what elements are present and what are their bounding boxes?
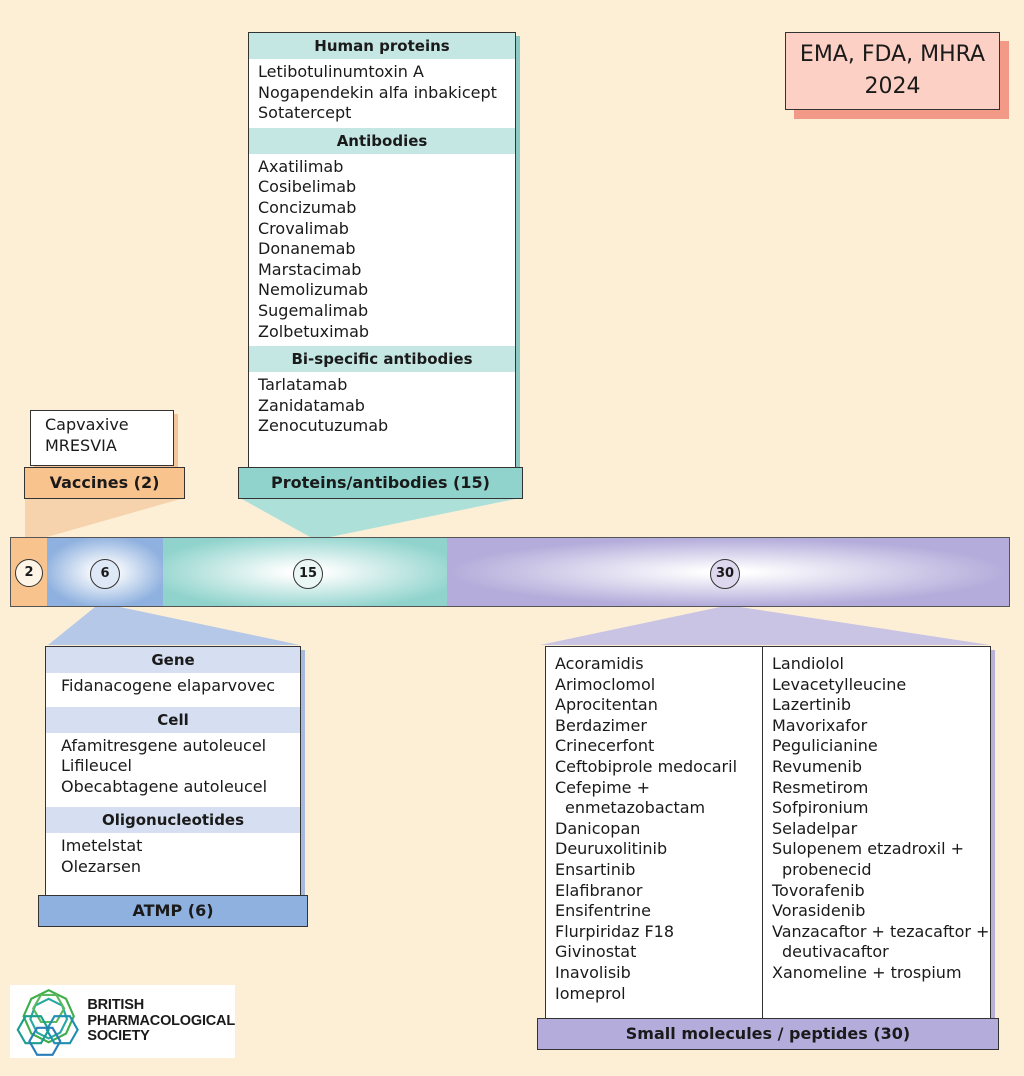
list-item: Iomeprol (555, 983, 626, 1003)
atmp-label: ATMP (6) (38, 895, 308, 927)
list-item: Zenocutuzumab (258, 416, 389, 436)
list-item: Cefepime + (555, 777, 651, 797)
list-item: Revumenib (772, 756, 863, 776)
list-item: Imetelstat (61, 836, 143, 856)
atmp-list-gene: Fidanacogene elaparvovec (46, 673, 300, 701)
proteins-heading-antibodies: Antibodies (249, 127, 515, 154)
vaccines-panel: Capvaxive MRESVIA (30, 410, 174, 466)
list-item: Tovorafenib (772, 880, 865, 900)
list-item: Axatilimab (258, 156, 344, 176)
proteins-list-antibodies: Axatilimab Cosibelimab Concizumab Croval… (249, 154, 515, 346)
list-item: Vorasidenib (772, 901, 866, 921)
list-item: Tarlatamab (258, 375, 348, 395)
list-item: Zanidatamab (258, 395, 365, 415)
atmp-heading-oligonucleotides: Oligonucleotides (46, 807, 300, 834)
list-item: Lifileucel (61, 756, 132, 776)
atmp-heading-cell: Cell (46, 706, 300, 733)
list-item: Ceftobiprole medocaril (555, 756, 738, 776)
list-item: Arimoclomol (555, 674, 656, 694)
list-item: probenecid (782, 859, 872, 879)
list-item: Afamitresgene autoleucel (61, 735, 267, 755)
small-list-col1: Acoramidis Arimoclomol Aprocitentan Berd… (546, 647, 763, 1019)
list-item: Sofpironium (772, 798, 869, 818)
count-badge-small: 30 (710, 559, 740, 589)
list-item: Xanomeline + trospium (772, 962, 962, 982)
atmp-wedge (48, 607, 300, 645)
proteins-heading-human: Human proteins (249, 33, 515, 59)
list-item: Acoramidis (555, 654, 644, 673)
list-item: Donanemab (258, 239, 356, 259)
bps-line-3: SOCIETY (87, 1028, 150, 1045)
list-item: Sugemalimab (258, 300, 369, 320)
list-item: Marstacimab (258, 259, 362, 279)
list-item: Sotatercept (258, 103, 352, 123)
list-item: Sulopenem etzadroxil + (772, 839, 965, 859)
list-item: Fidanacogene elaparvovec (61, 676, 276, 695)
agency-box: EMA, FDA, MHRA 2024 (785, 32, 1000, 110)
atmp-list-oligonucleotides: Imetelstat Olezarsen (46, 833, 300, 881)
timeline-bar (10, 537, 1010, 607)
small-label: Small molecules / peptides (30) (537, 1018, 999, 1050)
proteins-list-bispecific: Tarlatamab Zanidatamab Zenocutuzumab (249, 372, 515, 441)
list-item: deutivacaftor (782, 942, 889, 962)
bps-line-2: PHARMACOLOGICAL (87, 1012, 235, 1029)
bps-emblem-icon (16, 988, 79, 1056)
list-item: Inavolisib (555, 962, 631, 982)
list-item: Ensartinib (555, 859, 636, 879)
proteins-wedge (240, 498, 520, 537)
list-item: Capvaxive (45, 415, 129, 434)
list-item: Zolbetuximab (258, 321, 370, 341)
atmp-list-cell: Afamitresgene autoleucel Lifileucel Obec… (46, 733, 300, 802)
agency-names: EMA, FDA, MHRA (799, 42, 986, 67)
small-list-col2: Landiolol Levacetylleucine Lazertinib Ma… (763, 647, 990, 1019)
list-item: Ensifentrine (555, 901, 651, 921)
list-item: enmetazobactam (565, 798, 706, 818)
proteins-panel: Human proteins Letibotulinumtoxin A Noga… (248, 32, 516, 468)
atmp-panel: Gene Fidanacogene elaparvovec Cell Afami… (45, 646, 301, 896)
list-item: Letibotulinumtoxin A (258, 62, 424, 81)
list-item: Pegulicianine (772, 736, 878, 756)
list-item: Nogapendekin alfa inbakicept (258, 82, 497, 102)
list-item: Givinostat (555, 942, 637, 962)
list-item: Obecabtagene autoleucel (61, 776, 268, 796)
list-item: Mavorixafor (772, 715, 868, 735)
list-item: Danicopan (555, 818, 641, 838)
list-item: Aprocitentan (555, 695, 658, 715)
proteins-label: Proteins/antibodies (15) (238, 467, 523, 499)
bps-line-1: BRITISH (87, 997, 144, 1014)
vaccines-wedge (25, 498, 184, 537)
list-item: Flurpiridaz F18 (555, 921, 674, 941)
list-item: Nemolizumab (258, 280, 369, 300)
list-item: Resmetirom (772, 777, 869, 797)
list-item: Crinecerfont (555, 736, 655, 756)
list-item: Vanzacaftor + tezacaftor + (772, 921, 990, 941)
small-panel: Acoramidis Arimoclomol Aprocitentan Berd… (545, 646, 991, 1020)
list-item: Concizumab (258, 197, 357, 217)
count-badge-proteins: 15 (293, 559, 323, 589)
list-item: Lazertinib (772, 695, 851, 715)
proteins-list-human: Letibotulinumtoxin A Nogapendekin alfa i… (249, 59, 515, 128)
bps-logo: BRITISH PHARMACOLOGICAL SOCIETY (10, 985, 235, 1058)
vaccines-list: Capvaxive MRESVIA (31, 411, 173, 460)
list-item: Elafibranor (555, 880, 643, 900)
proteins-heading-bispecific: Bi-specific antibodies (249, 346, 515, 373)
bps-wordmark: BRITISH PHARMACOLOGICAL SOCIETY (87, 998, 235, 1045)
atmp-heading-gene: Gene (46, 647, 300, 673)
vaccines-label: Vaccines (2) (24, 467, 185, 499)
list-item: Seladelpar (772, 818, 858, 838)
list-item: Berdazimer (555, 715, 647, 735)
list-item: Levacetylleucine (772, 674, 907, 694)
agency-year: 2024 (864, 74, 921, 99)
list-item: Landiolol (772, 654, 844, 673)
list-item: Cosibelimab (258, 177, 357, 197)
list-item: Olezarsen (61, 856, 141, 876)
count-badge-vaccines: 2 (15, 559, 43, 587)
list-item: Crovalimab (258, 218, 349, 238)
small-wedge (540, 607, 990, 645)
list-item: MRESVIA (45, 435, 117, 455)
count-badge-atmp: 6 (90, 559, 120, 589)
list-item: Deuruxolitinib (555, 839, 668, 859)
